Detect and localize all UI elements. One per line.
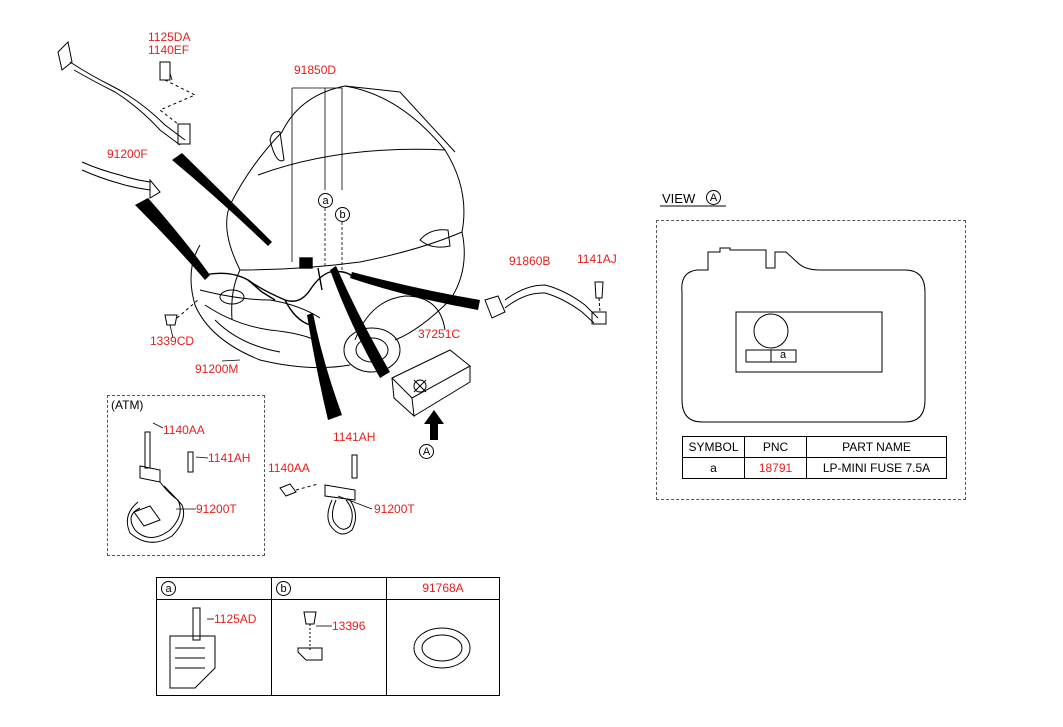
view-a-box [656,220,966,500]
callout-1140AA[interactable]: 1140AA [268,461,310,475]
col-header-pnc: PNC [744,436,807,458]
marker-b: b [335,207,350,222]
view-title: VIEW [662,191,696,206]
callout-1125AD[interactable]: 1125AD [214,612,257,626]
sub-cell-c [386,599,500,696]
callout-1125DA[interactable]: 1125DA [148,30,191,44]
sub-cell-b [271,599,387,696]
callout-91200T-atm[interactable]: 91200T [196,502,237,516]
view-title-underline [660,205,726,207]
callout-37251C[interactable]: 37251C [418,327,461,341]
col-header-symbol: SYMBOL [682,436,745,458]
callout-91200T[interactable]: 91200T [374,502,415,516]
callout-13396[interactable]: 13396 [332,619,366,633]
view-marker: A [706,190,721,205]
callout-1141AH[interactable]: 1141AH [333,430,376,444]
marker-a: a [318,193,333,208]
cell-symbol: a [682,457,745,479]
sub-marker-b: b [276,581,291,596]
callout-1141AH-atm[interactable]: 1141AH [208,451,251,465]
sub-parts-table: a b 91768A [156,577,500,696]
callout-91200F[interactable]: 91200F [107,147,148,161]
callout-91200M[interactable]: 91200M [195,362,239,376]
cell-pnc[interactable]: 18791 [744,457,807,479]
sub-header-91768A[interactable]: 91768A [386,577,500,600]
cell-part-name: LP-MINI FUSE 7.5A [806,457,947,479]
atm-detail-box [107,395,265,556]
col-header-part-name: PART NAME [806,436,947,458]
callout-91850D[interactable]: 91850D [294,63,337,77]
sub-header-a: a [156,577,272,600]
callout-91860B[interactable]: 91860B [509,254,551,268]
sub-cell-a [156,599,272,696]
callout-1140AA-atm[interactable]: 1140AA [163,423,205,437]
parts-table: SYMBOL PNC PART NAME a 18791 LP-MINI FUS… [682,436,947,479]
atm-label: (ATM) [111,398,144,412]
marker-A: A [419,444,434,459]
callout-1140EF[interactable]: 1140EF [148,43,190,57]
callout-1141AJ[interactable]: 1141AJ [577,252,617,266]
sub-header-b: b [271,577,387,600]
sub-marker-a: a [161,581,176,596]
fuse-slot-label: a [780,349,787,361]
callout-1339CD[interactable]: 1339CD [150,334,195,348]
